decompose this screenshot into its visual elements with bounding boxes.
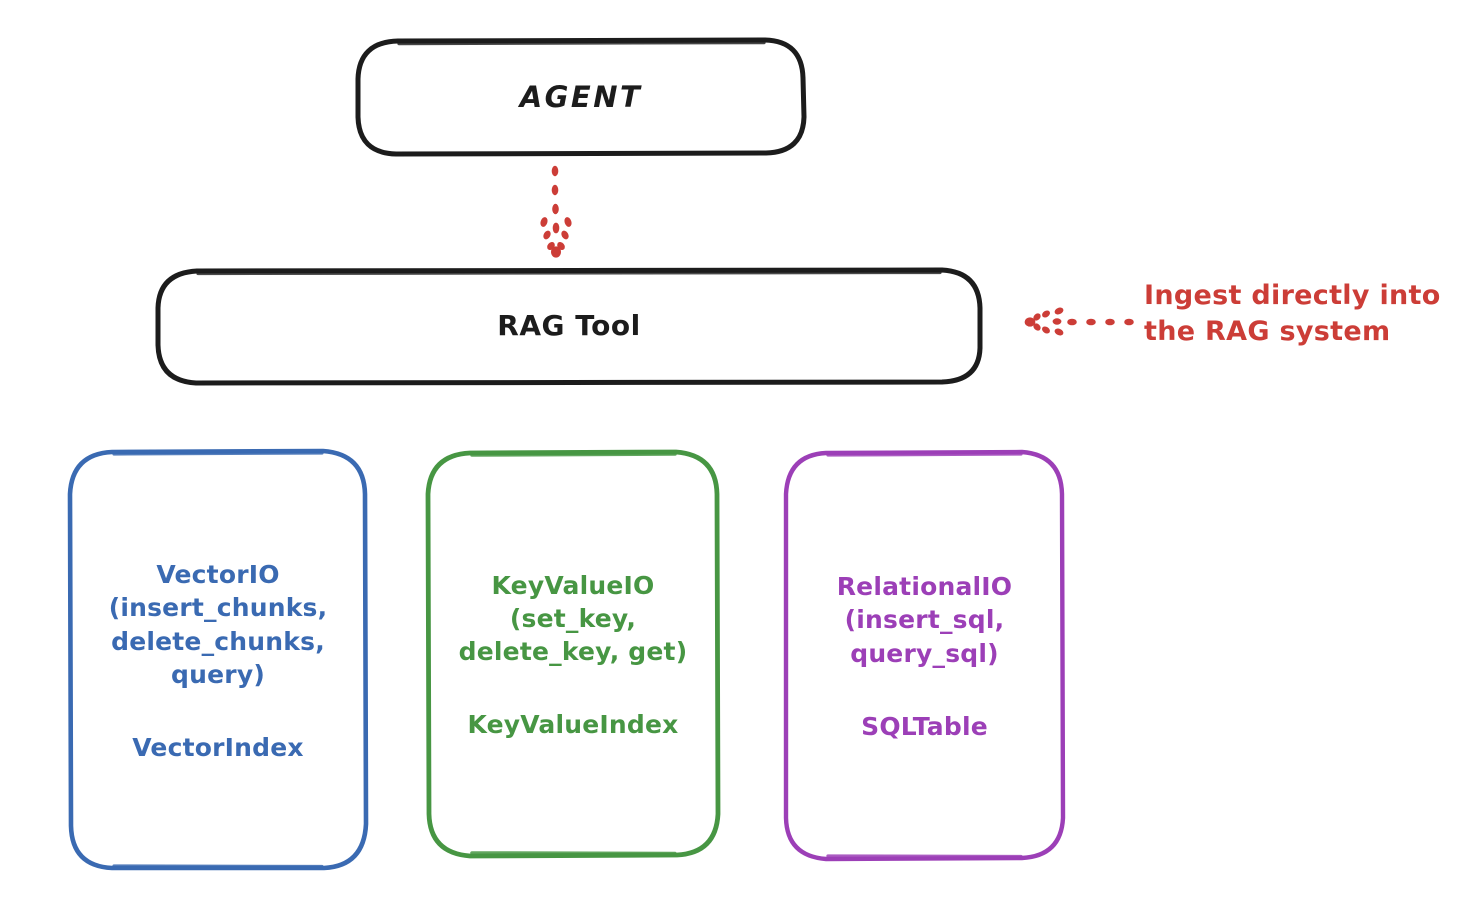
relational-io-box-outline <box>783 449 1066 862</box>
agent-box-outline <box>355 37 807 157</box>
node-rag-tool[interactable]: RAG Tool <box>157 270 981 383</box>
ingest-to-rag-tool-arrow <box>1024 307 1134 336</box>
rag-tool-label: RAG Tool <box>497 309 641 343</box>
key-value-io-api-label: KeyValueIO (set_key, delete_key, get) <box>458 570 688 667</box>
rag-tool-box-outline <box>155 267 983 386</box>
sql-table-label: SQLTable <box>861 711 988 741</box>
agent-label: AGENT <box>519 80 643 115</box>
node-relational-io[interactable]: RelationalIO (insert_sql, query_sql) SQL… <box>786 452 1063 859</box>
ingest-annotation-text: Ingest directly into the RAG system <box>1144 280 1441 348</box>
vector-io-api-label: VectorIO (insert_chunks, delete_chunks, … <box>108 560 328 689</box>
agent-to-rag-tool-arrow <box>540 165 572 258</box>
node-agent[interactable]: AGENT <box>358 40 804 155</box>
node-vector-io[interactable]: VectorIO (insert_chunks, delete_chunks, … <box>70 450 366 870</box>
node-key-value-io[interactable]: KeyValueIO (set_key, delete_key, get) Ke… <box>428 452 718 856</box>
vector-index-label: VectorIndex <box>132 733 304 762</box>
key-value-io-box-outline <box>425 449 721 859</box>
relational-io-api-label: RelationalIO (insert_sql, query_sql) <box>836 572 1013 668</box>
vector-io-box-outline <box>67 448 369 871</box>
key-value-index-label: KeyValueIndex <box>467 710 679 740</box>
